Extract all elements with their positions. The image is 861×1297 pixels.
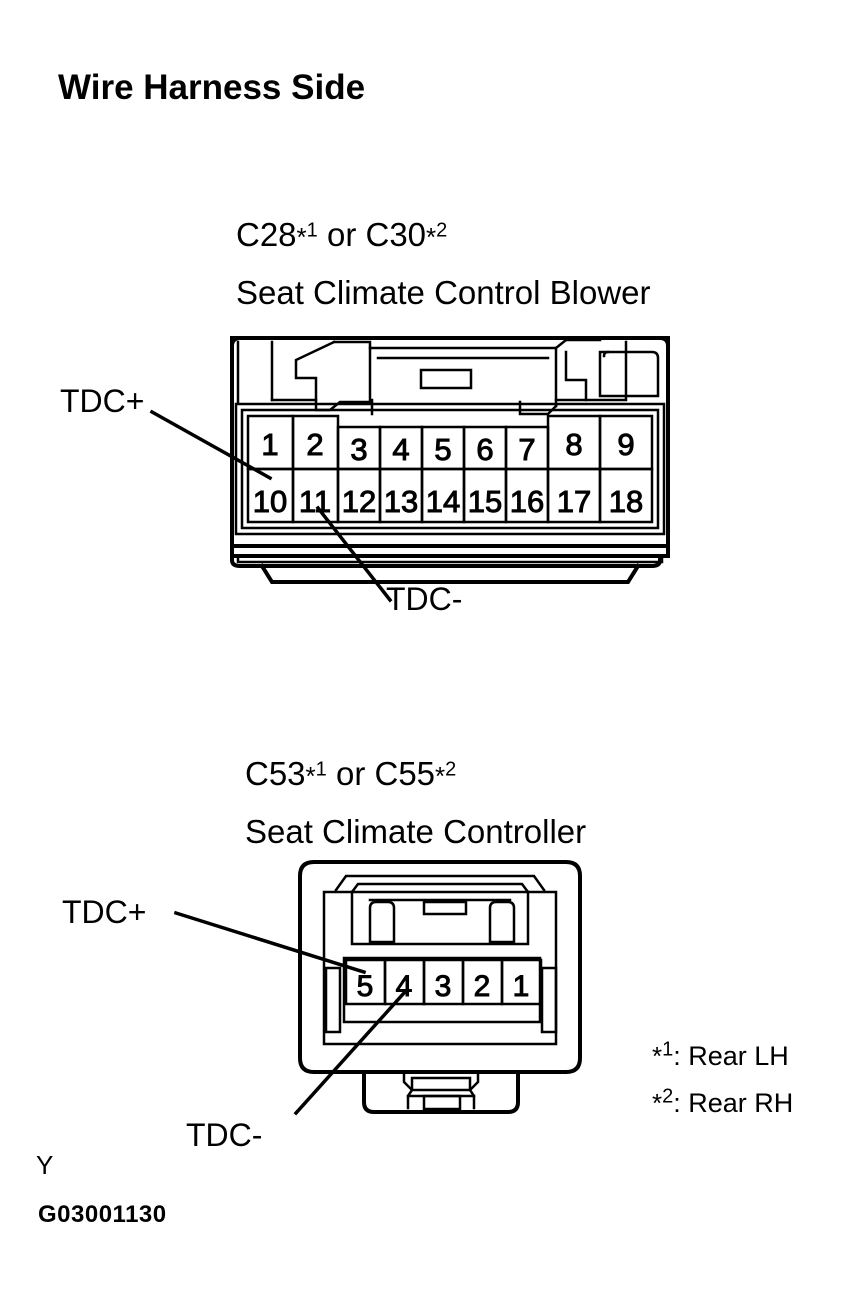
connector-bottom-key-right [488, 900, 516, 944]
footnote-1-marker: *1 [652, 1038, 674, 1071]
leader-line-tdc-plus-bottom [173, 910, 367, 975]
pin-number-4: 4 [392, 432, 409, 467]
pin-number-b5: 5 [357, 970, 374, 1003]
pin-number-b2: 2 [474, 970, 491, 1003]
callout-label-tdc-minus-bottom: TDC- [186, 1117, 263, 1153]
connector-bottom-mount-tab [362, 1070, 520, 1114]
corner-mark: Y [36, 1150, 54, 1180]
connector-top-code-line: C28*1 or C30*2 [236, 218, 447, 251]
pin-number-16: 16 [510, 484, 544, 519]
connector-top-code-1: C28 [236, 216, 297, 253]
connector-top-latch-left-wall [332, 340, 374, 402]
footnote-1: *1: Rear LH [652, 1038, 789, 1071]
pin-number-11: 11 [299, 484, 331, 519]
connector-top-skirt-round [230, 554, 662, 568]
connector-top-drawing: 1 2 3 4 5 6 7 8 9 10 11 12 13 14 15 16 1… [149, 335, 671, 603]
pin-number-5: 5 [434, 432, 451, 467]
leader-line-tdc-plus-top [149, 409, 273, 481]
connector-bottom-code-2: C55 [374, 755, 436, 792]
pin-number-13: 13 [384, 484, 418, 519]
callout-label-tdc-minus-top: TDC- [386, 581, 463, 617]
callout-label-tdc-plus-bottom: TDC+ [62, 894, 147, 930]
connector-top-conjunction: or [317, 216, 366, 253]
connector-bottom-arch-inner [350, 882, 530, 894]
footnote-2: *2: Rear RH [652, 1085, 794, 1118]
connector-top-notch-corner [602, 350, 610, 358]
connector-top-sup-2: *2 [426, 219, 448, 252]
connector-bottom-pin-frame [342, 956, 542, 1024]
connector-bottom-rail-left [324, 966, 342, 1034]
pin-number-b3: 3 [435, 970, 452, 1003]
connector-bottom-drawing: 5 4 3 2 1 [173, 860, 582, 1116]
pin-cell-b1 [500, 958, 543, 1006]
page-title: Wire Harness Side [58, 68, 366, 107]
connector-bottom-sup-1: *1 [305, 758, 327, 791]
leader-line-tdc-minus-top [315, 505, 393, 603]
pin-number-15: 15 [468, 484, 502, 519]
connector-bottom-arch-body [350, 890, 530, 946]
pin-number-2: 2 [306, 427, 323, 462]
pin-number-7: 7 [518, 432, 535, 467]
connector-bottom-center-tab [422, 900, 468, 916]
connector-top-code-2: C30 [365, 216, 427, 253]
connector-bottom-latch-block [410, 1076, 472, 1092]
connector-bottom-latch-slot [422, 1094, 462, 1111]
connector-bottom-code-line: C53*1 or C55*2 [245, 757, 456, 790]
connector-bottom-name: Seat Climate Controller [245, 813, 587, 850]
connector-top-left-tab [270, 340, 336, 402]
connector-bottom-outer-shell [298, 860, 582, 1074]
connector-top-inner-frame-outer [234, 402, 666, 536]
connector-bottom-sup-2: *2 [435, 758, 457, 791]
connector-bottom-arch-outer [334, 874, 546, 892]
connector-top-right-notch [598, 350, 660, 398]
connector-bottom-key-left [368, 900, 396, 944]
pin-number-12: 12 [342, 484, 376, 519]
connector-top-right-chamfer [554, 338, 602, 350]
connector-top-corner-tl [229, 335, 243, 349]
connector-top-latch-top [368, 346, 558, 408]
connector-top-base-trapezoid [259, 563, 641, 584]
figure-id: G03001130 [38, 1201, 167, 1228]
pin-cell-18 [598, 467, 654, 524]
callout-label-tdc-plus-top: TDC+ [60, 383, 145, 419]
connector-top-skirt [230, 544, 670, 558]
pin-number-14: 14 [426, 484, 460, 519]
connector-top-left-step [314, 398, 374, 416]
pin-number-6: 6 [476, 432, 493, 467]
leader-line-tdc-minus-bottom [293, 990, 407, 1116]
pin-number-1: 1 [261, 427, 278, 462]
pin-number-3: 3 [350, 432, 367, 467]
connector-bottom-conjunction: or [326, 755, 375, 792]
connector-top-right-block [584, 340, 628, 402]
pin-number-8: 8 [565, 427, 582, 462]
connector-top-name: Seat Climate Control Blower [236, 274, 651, 311]
connector-bottom-inner-shell [322, 890, 558, 1046]
pin-number-b4: 4 [396, 970, 413, 1003]
connector-bottom-code-1: C53 [245, 755, 306, 792]
connector-bottom-rail-right [540, 966, 558, 1034]
pin-number-18: 18 [609, 484, 643, 519]
connector-top-sup-1: *1 [296, 219, 318, 252]
pin-number-17: 17 [557, 484, 591, 519]
pin-number-10: 10 [253, 484, 287, 519]
connector-top-corner-tr [657, 335, 671, 349]
connector-top-latch-tab [419, 368, 473, 390]
pin-number-b1: 1 [513, 970, 530, 1003]
connector-top-right-tab [554, 350, 588, 402]
footnote-2-text: : Rear RH [673, 1088, 794, 1118]
pin-number-9: 9 [617, 427, 634, 462]
footnote-2-marker: *2 [652, 1085, 674, 1118]
footnote-1-text: : Rear LH [673, 1041, 789, 1071]
connector-top-inner-frame-inner [240, 408, 660, 530]
